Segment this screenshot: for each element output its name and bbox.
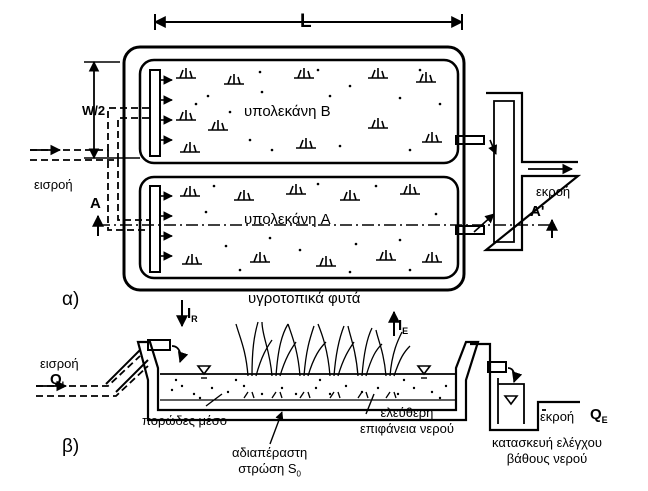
dimension-half-width-label: W/2 [82,103,106,118]
inflow-q-label: QI [50,371,65,390]
panel-b-outflow-label: εκροή [540,409,575,424]
wetland-plants [235,321,411,399]
section-start-label: A [90,195,101,212]
panel-a-label: α) [62,289,80,310]
outflow-control-box [482,91,582,252]
evaporation-label: IE [398,317,409,336]
basin-b-label: υπολεκάνη B [244,103,331,120]
dimension-length-label: L [300,11,312,32]
porous-medium-gravel [170,378,448,400]
outflow-q-label: QE [590,406,608,425]
panel-b-cross-section [36,300,580,445]
panel-a-inflow-label: εισροή [34,177,73,192]
basin-b-outline [138,58,460,165]
inflow-channel [105,349,149,393]
basin-a-outline [138,175,460,280]
panel-b-inflow-label: εισροή [40,356,79,371]
rain-label: IR [187,305,198,324]
panel-a-gravel-dots [194,68,442,274]
panel-b-label: β) [62,436,80,457]
plants-label: υγροτοπικά φυτά [248,290,361,307]
outer-frame [122,45,466,292]
panel-a-outflow-label: εκροή [536,184,571,199]
outflow-control-structure [470,342,580,432]
section-end-label: A' [530,203,545,220]
basin-a-label: υπολεκάνη A [244,211,331,228]
porous-medium-label: πορώδες μέσο [142,413,228,428]
panel-a-plan-view [30,14,582,292]
panel-a-vegetation [176,68,442,267]
basin-section-outline [136,340,480,422]
